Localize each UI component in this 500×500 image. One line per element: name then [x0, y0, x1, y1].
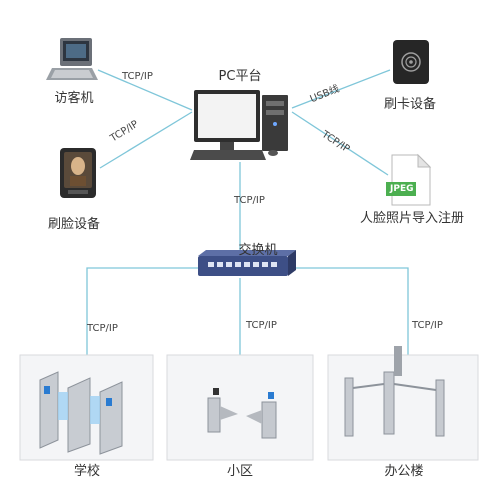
- office-panel: [327, 346, 479, 461]
- card-reader-icon: [393, 40, 429, 84]
- community-link-label: TCP/IP: [246, 320, 277, 331]
- line-visitor-pc: [97, 69, 193, 111]
- jpeg-badge-text: JPEG: [390, 184, 414, 194]
- visitor-terminal-icon: [46, 38, 98, 80]
- community-turnstile-graphic: [207, 388, 277, 439]
- school-panel: [19, 354, 154, 461]
- pc-platform-icon: [190, 90, 288, 160]
- connection-lines: [86, 69, 409, 355]
- community-label: 小区: [226, 464, 254, 479]
- school-turnstile-graphic: [39, 371, 123, 455]
- school-link-label: TCP/IP: [87, 323, 118, 334]
- office-link-label: TCP/IP: [412, 320, 443, 331]
- face-device-icon: [60, 148, 96, 198]
- jpeg-file-icon: [386, 153, 432, 206]
- line-face-pc: [99, 111, 193, 169]
- face-device-label: 刷脸设备: [47, 217, 101, 232]
- network-switch-icon: [198, 250, 296, 276]
- switch-label: 交换机: [238, 243, 278, 258]
- community-panel: [166, 354, 314, 461]
- line-switch-branches: [86, 267, 198, 355]
- office-gate-graphic: [344, 346, 445, 437]
- pc-platform-label: PC平台: [218, 69, 262, 84]
- line-switch-office: [290, 267, 409, 355]
- line-card-pc: [291, 69, 391, 109]
- card-reader-label: 刷卡设备: [383, 97, 437, 112]
- office-label: 办公楼: [384, 464, 424, 479]
- school-label: 学校: [73, 464, 101, 479]
- visitor-link-label: TCP/IP: [122, 71, 153, 82]
- face-import-label: 人脸照片导入注册: [359, 211, 465, 226]
- pc-switch-link-label: TCP/IP: [234, 195, 265, 206]
- line-import-pc: [291, 111, 389, 176]
- visitor-terminal-label: 访客机: [54, 91, 94, 106]
